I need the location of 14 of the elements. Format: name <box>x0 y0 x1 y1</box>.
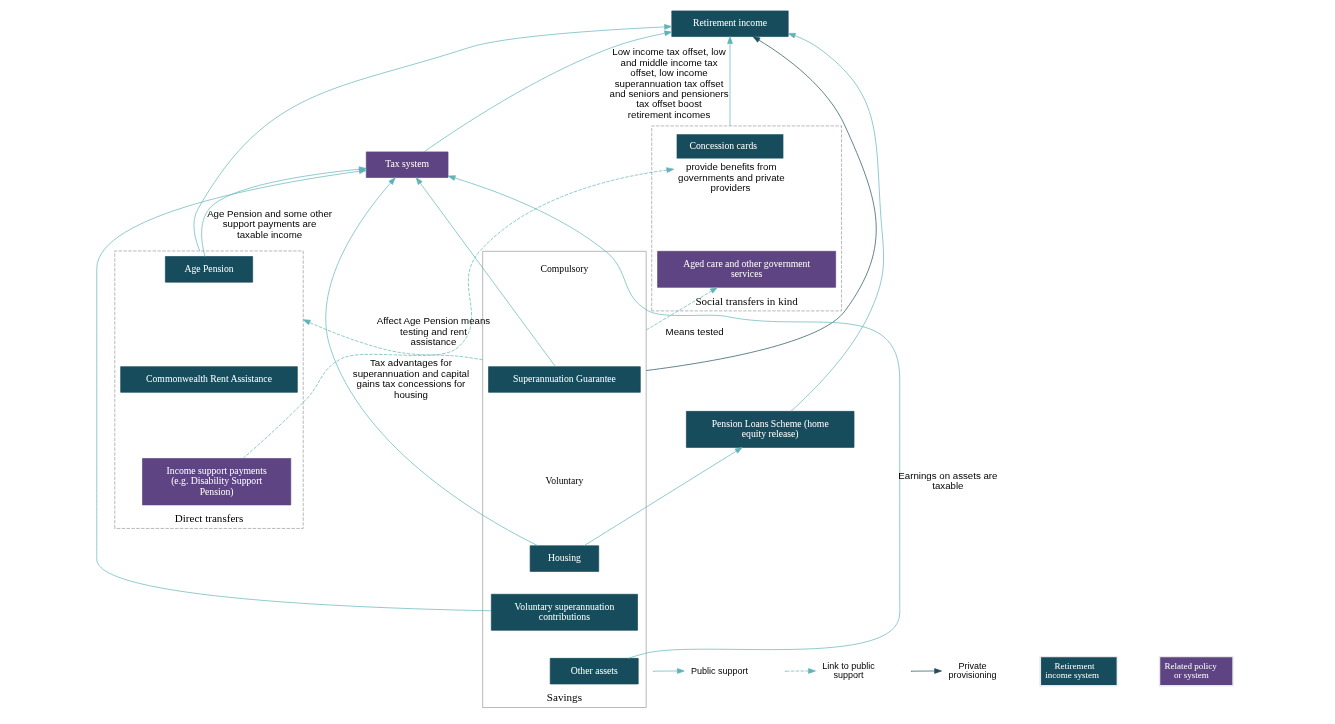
edge-label: Tax advantages for superannuation and capital gains tax concessions for housing <box>352 357 469 400</box>
label: Compulsory <box>539 262 588 274</box>
node-label: provide benefits from governments and private providers <box>677 161 785 194</box>
legend-label: Public support <box>690 665 748 676</box>
edge-label: Means tested <box>665 325 724 337</box>
legend-label: Link to public support <box>821 660 875 681</box>
edge-label: Earnings on assets are taxable <box>897 470 997 492</box>
label: Voluntary <box>544 475 583 487</box>
edge-label: Affect Age Pension means testing and rent assistance <box>376 315 490 347</box>
legend-label: Related policy or system <box>1163 660 1217 681</box>
edge-label: Age Pension and some other support payments are taxable income <box>206 207 332 240</box>
edge-label: Low income tax offset, low and middle income tax offset, low income superannuation tax offset and seniors and pensioners tax offset boost retirement incomes <box>609 46 729 120</box>
legend-label: Private provisioning <box>947 660 997 681</box>
legend-label: Retirement income system <box>1044 660 1099 681</box>
